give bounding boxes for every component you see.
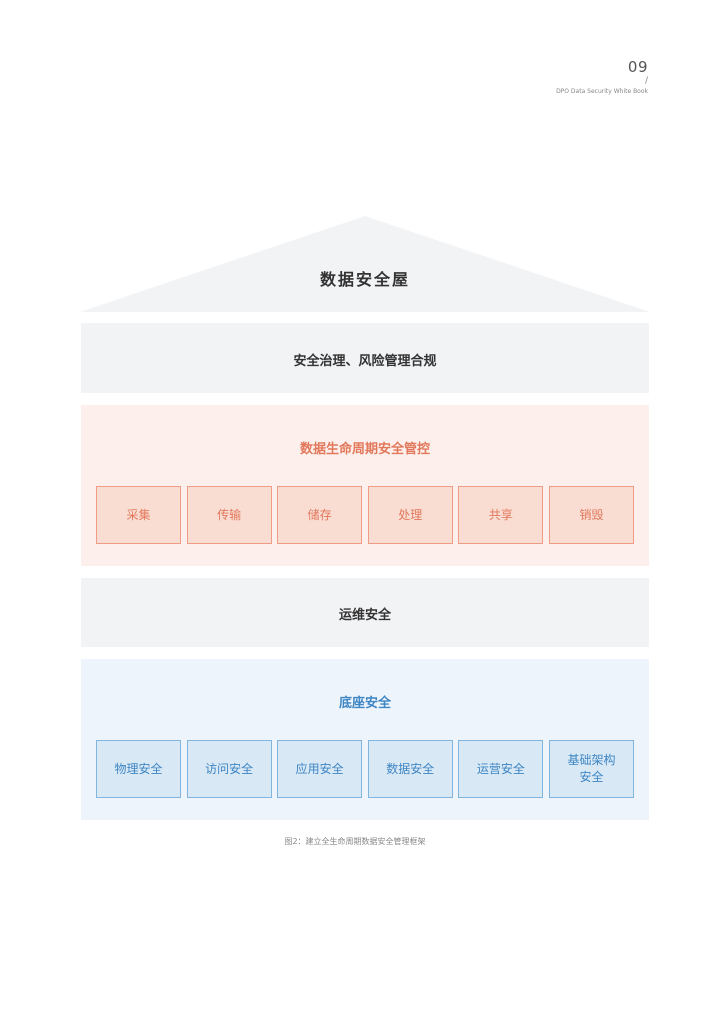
lifecycle-chip-transfer: 传输 [186, 486, 272, 544]
lifecycle-band: 数据生命周期安全管控 采集 传输 储存 处理 共享 销毁 [81, 405, 649, 566]
lifecycle-chip-destroy: 销毁 [548, 486, 634, 544]
lifecycle-chip-share: 共享 [458, 486, 544, 544]
foundation-chip-application: 应用安全 [277, 740, 363, 798]
roof-title: 数据安全屋 [319, 270, 410, 289]
foundation-chip-infrastructure: 基础架构 安全 [548, 740, 634, 798]
lifecycle-chip-process: 处理 [367, 486, 453, 544]
foundation-chip-data: 数据安全 [367, 740, 453, 798]
lifecycle-title: 数据生命周期安全管控 [299, 442, 430, 457]
page-number: 09 [627, 58, 648, 76]
page-number-slash: / [644, 76, 648, 86]
foundation-chip-access: 访问安全 [186, 740, 272, 798]
foundation-chip-row: 物理安全 访问安全 应用安全 数据安全 运营安全 基础架构 安全 [96, 740, 634, 798]
house-roof [80, 216, 650, 312]
figure-caption: 图2：建立全生命周期数据安全管理框架 [284, 837, 426, 846]
lifecycle-chip-row: 采集 传输 储存 处理 共享 销毁 [96, 486, 634, 544]
book-subtitle: DPO Data Security White Book [556, 88, 648, 95]
foundation-title: 底座安全 [338, 696, 391, 711]
foundation-chip-operations: 运营安全 [458, 740, 544, 798]
foundation-band: 底座安全 物理安全 访问安全 应用安全 数据安全 运营安全 基础架构 安全 [81, 659, 649, 820]
lifecycle-chip-collect: 采集 [96, 486, 181, 544]
governance-title: 安全治理、风险管理合规 [293, 354, 437, 369]
operations-title: 运维安全 [338, 608, 391, 623]
foundation-chip-physical: 物理安全 [96, 740, 181, 798]
operations-band: 运维安全 [81, 578, 649, 647]
lifecycle-chip-storage: 储存 [277, 486, 363, 544]
governance-band: 安全治理、风险管理合规 [81, 323, 649, 393]
